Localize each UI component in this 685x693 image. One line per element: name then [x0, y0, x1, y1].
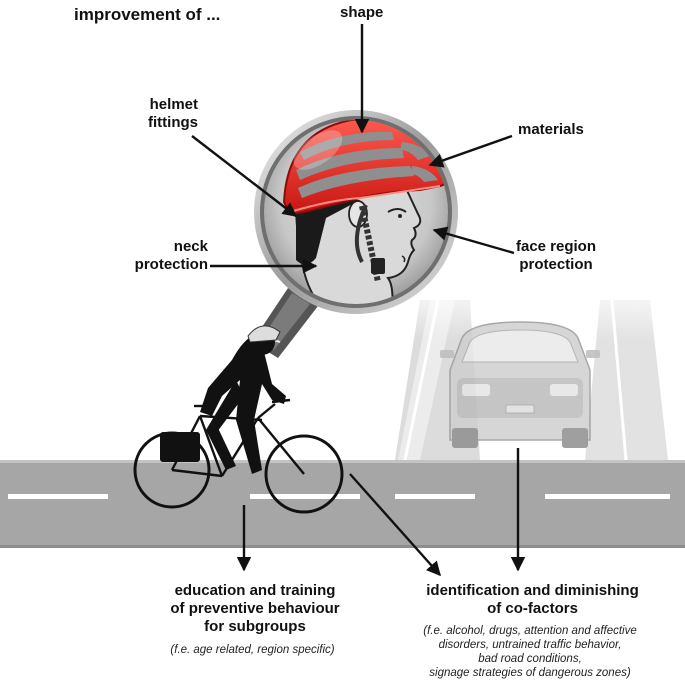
note-cofactors-line2: disorders, untrained traffic behavior,: [438, 639, 622, 651]
label-neck-line1: neck: [173, 238, 208, 255]
label-face-line2: protection: [519, 256, 593, 273]
head-icon: [294, 182, 422, 304]
label-neck-protection: neck protection: [100, 238, 208, 274]
car-icon: [440, 321, 600, 448]
label-education: education and training of preventive beh…: [150, 582, 360, 636]
label-cofactors-line1: identification and diminishing: [426, 582, 639, 599]
label-face-region-protection: face region protection: [506, 238, 606, 274]
helmet-icon: [282, 120, 448, 216]
note-cofactors: (f.e. alcohol, drugs, attention and affe…: [385, 624, 675, 680]
label-neck-line2: protection: [134, 256, 208, 273]
label-education-line2: of preventive behaviour: [170, 600, 340, 617]
label-cofactors: identification and diminishing of co-fac…: [405, 582, 660, 618]
arrow-helmet-fittings: [191, 135, 298, 217]
label-helmet-fittings-line1: helmet: [149, 96, 198, 113]
arrow-face: [432, 226, 515, 255]
label-materials: materials: [518, 121, 584, 138]
label-cofactors-line2: of co-factors: [487, 600, 578, 617]
label-helmet-fittings: helmet fittings: [118, 96, 198, 132]
arrow-cofactors-diagonal: [349, 473, 441, 577]
note-education: (f.e. age related, region specific): [170, 644, 335, 656]
arrow-materials: [428, 134, 513, 168]
note-cofactors-line3: bad road conditions,: [478, 653, 582, 665]
label-helmet-fittings-line2: fittings: [148, 114, 198, 131]
road-icon: [0, 280, 685, 548]
note-cofactors-line1: (f.e. alcohol, drugs, attention and affe…: [423, 625, 637, 637]
magnifier-icon: [254, 110, 458, 314]
label-education-line1: education and training: [174, 582, 336, 599]
note-cofactors-line4: signage strategies of dangerous zones): [429, 667, 631, 679]
label-shape: shape: [340, 4, 384, 21]
cyclist-icon: [133, 325, 344, 514]
label-education-line3: for subgroups: [204, 618, 306, 635]
label-face-line1: face region: [515, 238, 597, 255]
page-title: improvement of ...: [74, 5, 221, 24]
